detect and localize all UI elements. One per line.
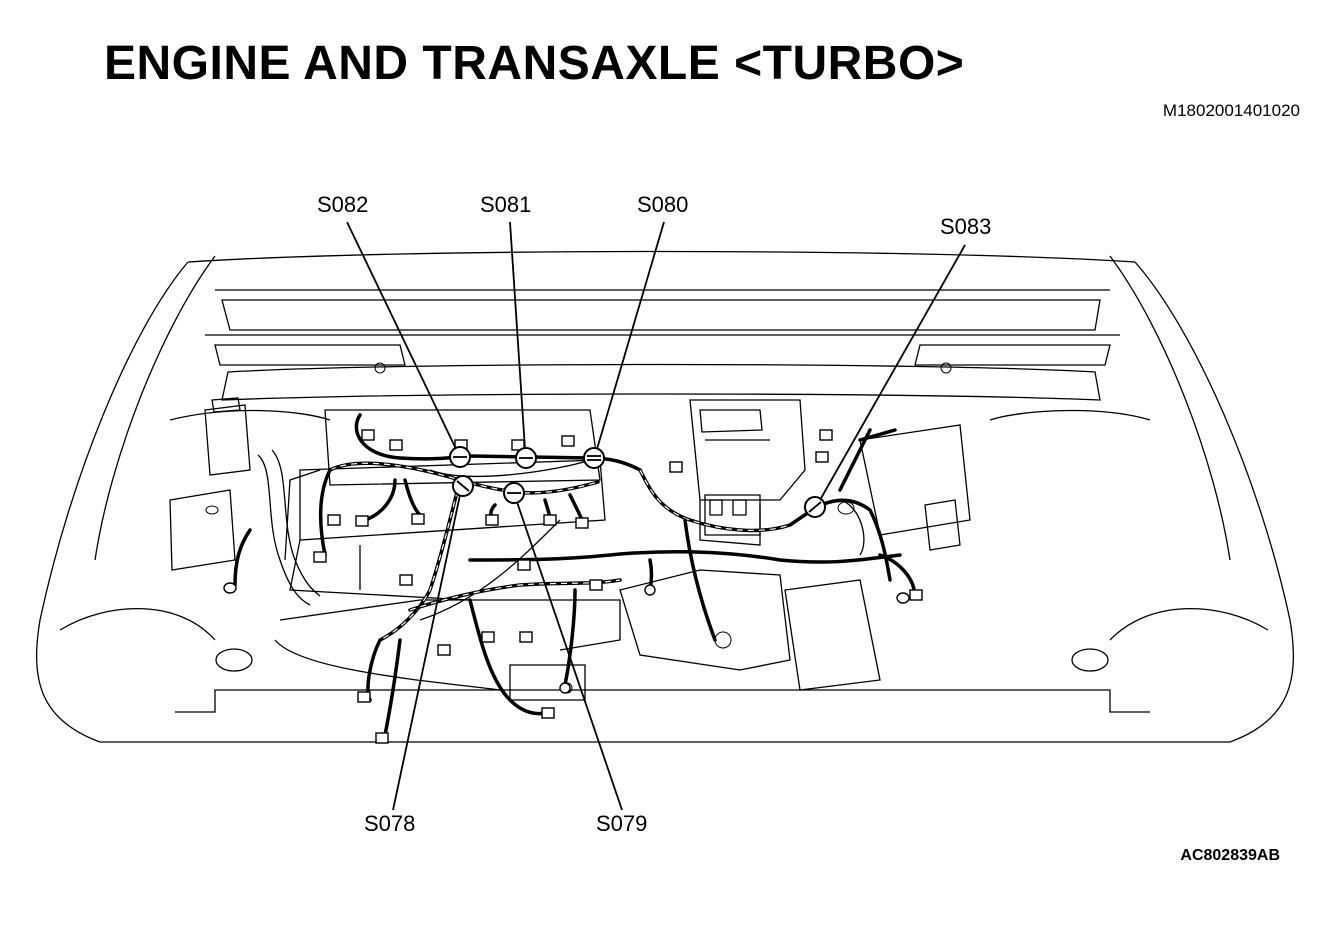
- coolant-reservoir: [169, 397, 321, 606]
- connector: [437, 644, 451, 656]
- connector: [399, 574, 413, 586]
- connector: [575, 517, 589, 529]
- connector: [389, 439, 403, 451]
- ground-terminal: [896, 592, 910, 604]
- connectors: [223, 429, 923, 744]
- connector: [517, 559, 531, 571]
- engine-cover: [274, 409, 621, 701]
- connector: [519, 631, 533, 643]
- vehicle-outline: [35, 250, 1295, 743]
- battery: [619, 399, 881, 691]
- splice-s080: [583, 447, 605, 469]
- document-id: M1802001401020: [1162, 101, 1300, 120]
- connector: [357, 691, 371, 703]
- ground-terminal: [559, 682, 571, 694]
- connector: [327, 514, 341, 526]
- callout-s080: S080: [637, 192, 688, 217]
- connector: [361, 429, 375, 441]
- connector: [411, 513, 425, 525]
- wiring-harness: [233, 413, 917, 737]
- connector: [355, 515, 369, 527]
- callout-s083: S083: [940, 214, 991, 239]
- connector: [561, 435, 575, 447]
- connector: [543, 514, 557, 526]
- callout-s081: S081: [480, 192, 531, 217]
- callout-s082: S082: [317, 192, 368, 217]
- connector: [819, 429, 833, 441]
- page-title: ENGINE AND TRANSAXLE <TURBO>: [104, 37, 965, 90]
- splice-points: [449, 446, 826, 518]
- leader-lines: [346, 221, 966, 811]
- callout-labels: S082 S081 S080 S083 S078 S079: [317, 192, 991, 836]
- connector: [589, 579, 603, 591]
- connector: [481, 631, 495, 643]
- connector: [375, 732, 389, 744]
- connector: [541, 707, 555, 719]
- connector: [485, 514, 499, 526]
- ground-terminal: [223, 582, 237, 594]
- connector: [815, 451, 829, 463]
- relay-box: [837, 424, 971, 556]
- figure-id: AC802839AB: [1180, 847, 1280, 864]
- callout-s079: S079: [596, 811, 647, 836]
- ground-terminal: [644, 584, 656, 596]
- connector: [669, 461, 683, 473]
- connector: [909, 589, 923, 601]
- callout-s078: S078: [364, 811, 415, 836]
- connector: [313, 551, 327, 563]
